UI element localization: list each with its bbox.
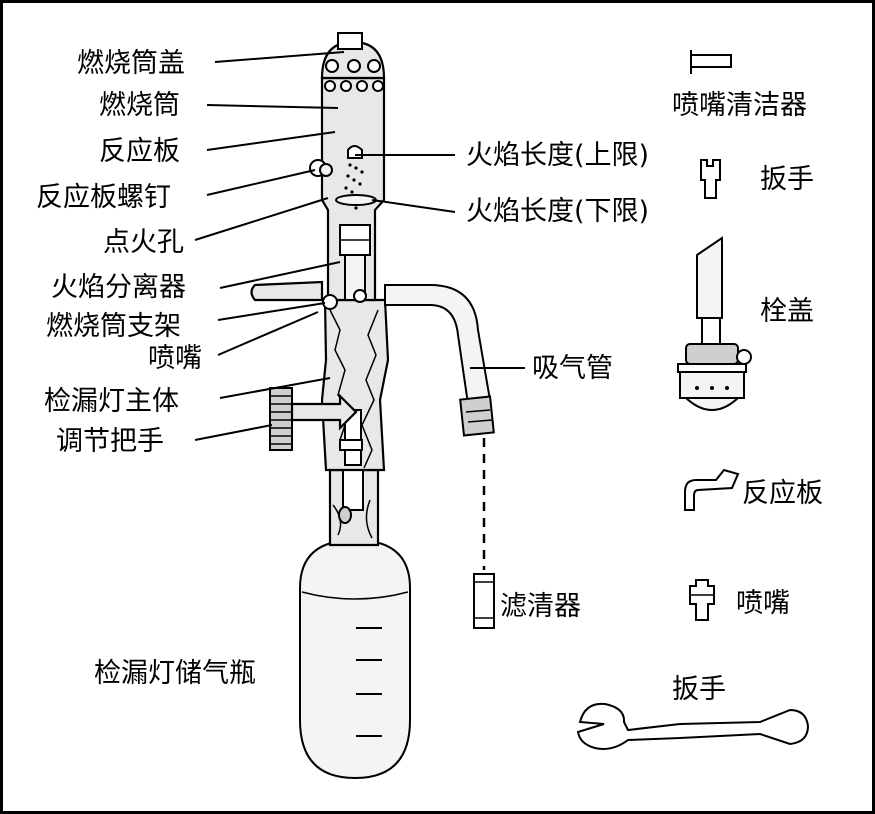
plug-cap-drawing <box>677 236 752 411</box>
label-ignition-hole: 点火孔 <box>103 227 184 258</box>
label-filter: 滤清器 <box>500 591 581 622</box>
label-small-wrench: 扳手 <box>760 164 814 195</box>
nozzle-cleaner-drawing <box>690 50 732 74</box>
gas-bottle-drawing <box>299 468 411 780</box>
burner-tube-drawing <box>250 32 386 310</box>
small-wrench-drawing <box>700 159 721 199</box>
label-reaction-plate-screw: 反应板螺钉 <box>36 182 171 213</box>
label-flame-separator: 火焰分离器 <box>51 272 186 303</box>
large-wrench-drawing <box>576 702 810 750</box>
label-flame-upper: 火焰长度(上限) <box>466 140 649 171</box>
label-large-wrench: 扳手 <box>672 674 726 705</box>
label-nozzle-part: 喷嘴 <box>736 588 790 619</box>
label-reaction-plate: 反应板 <box>99 136 180 167</box>
reaction-plate-part-drawing <box>684 468 740 511</box>
filter-drawing <box>473 573 495 629</box>
label-nozzle: 喷嘴 <box>148 343 202 374</box>
label-adjust-handle: 调节把手 <box>56 426 164 457</box>
label-reaction-plate-part: 反应板 <box>742 478 823 509</box>
label-burner-tube: 燃烧筒 <box>99 90 180 121</box>
label-burner-bracket: 燃烧筒支架 <box>46 311 181 342</box>
lamp-body-drawing <box>269 298 390 472</box>
suction-tube-drawing <box>384 284 495 570</box>
label-flame-lower: 火焰长度(下限) <box>466 196 649 227</box>
leak-lamp-assembly <box>250 32 495 780</box>
label-burner-cap: 燃烧筒盖 <box>77 48 185 79</box>
label-lamp-body: 检漏灯主体 <box>44 386 179 417</box>
nozzle-part-drawing <box>689 579 715 621</box>
label-plug-cap: 栓盖 <box>760 296 814 327</box>
label-suction-tube: 吸气管 <box>532 353 613 384</box>
label-gas-bottle: 检漏灯储气瓶 <box>94 658 256 689</box>
label-nozzle-cleaner: 喷嘴清洁器 <box>672 90 807 121</box>
leader-lines <box>194 51 525 441</box>
label-group: 燃烧筒盖 燃烧筒 反应板 反应板螺钉 点火孔 火焰分离器 燃烧筒支架 喷嘴 检漏… <box>36 48 823 705</box>
